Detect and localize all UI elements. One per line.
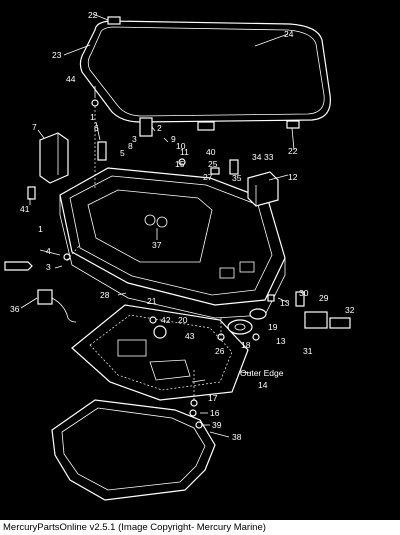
callout-41: 41 (20, 204, 30, 214)
washer-part-1 (91, 99, 99, 107)
callout-22-right: 22 (288, 146, 298, 156)
callout-12: 12 (288, 172, 298, 182)
bracket-part (39, 132, 69, 184)
callout-10: 10 (176, 141, 186, 151)
sleeve-part (97, 141, 107, 161)
callout-13-top: 13 (280, 298, 290, 308)
callout-27: 27 (203, 172, 213, 182)
switch-box-part (247, 171, 279, 207)
screw-part-5 (210, 167, 220, 175)
callout-13-mid: 13 (276, 336, 286, 346)
main-housing-part (59, 167, 286, 319)
callout-19: 19 (268, 322, 278, 332)
callout-14: 14 (258, 380, 268, 390)
exploded-parts-diagram: 22 24 23 22 44 7 1 6 2 3 5 9 10 11 40 15… (4, 10, 355, 501)
callout-44: 44 (66, 74, 76, 84)
callout-4: 4 (46, 246, 51, 256)
washer-part-3 (149, 316, 157, 324)
callout-9: 9 (171, 134, 176, 144)
callout-26: 26 (215, 346, 225, 356)
callout-43: 43 (185, 331, 195, 341)
callout-36: 36 (10, 304, 20, 314)
callout-20: 20 (178, 315, 188, 325)
screw-part-4 (229, 159, 239, 175)
plate-part (304, 311, 328, 329)
corner-clip-top (107, 16, 121, 25)
callout-31: 31 (303, 346, 313, 356)
callout-35: 35 (232, 173, 242, 183)
callout-16: 16 (210, 408, 220, 418)
screw-head-part-3 (153, 325, 167, 339)
callout-37: 37 (152, 240, 162, 250)
screw-part-3 (295, 291, 305, 307)
callout-22-top: 22 (88, 10, 98, 20)
callout-5: 5 (120, 148, 125, 158)
callout-34: 34 (252, 152, 262, 162)
screw-part-2 (267, 294, 275, 302)
screw-head-part-2 (252, 333, 260, 341)
callout-25: 25 (208, 159, 218, 169)
callout-labels: 22 24 23 22 44 7 1 6 2 3 5 9 10 11 40 15… (10, 10, 355, 442)
callout-11: 11 (180, 147, 189, 157)
callout-2: 2 (157, 123, 162, 133)
callout-30: 30 (299, 288, 309, 298)
callout-29: 29 (319, 293, 329, 303)
leader-lines (20, 13, 295, 438)
callout-8: 8 (128, 141, 133, 151)
plug-part (4, 261, 33, 271)
block-part (139, 117, 153, 137)
callout-7: 7 (32, 122, 37, 132)
washer-part-2 (63, 253, 71, 261)
callout-3-left: 3 (46, 262, 51, 272)
lower-shroud-part (51, 399, 216, 501)
callout-18: 18 (241, 340, 251, 350)
label-part (329, 317, 351, 329)
washer-part-4 (190, 399, 198, 407)
screw-part-1 (27, 186, 36, 200)
callout-32: 32 (345, 305, 355, 315)
copyright-caption: MercuryPartsOnline v2.5.1 (Image Copyrig… (0, 520, 400, 535)
washer-part-5 (189, 409, 197, 417)
callout-21: 21 (147, 296, 157, 306)
callout-38: 38 (232, 432, 242, 442)
outer-edge-note: Outer Edge (240, 368, 284, 378)
callout-3-top: 3 (132, 134, 137, 144)
connector-plug-part (37, 289, 77, 323)
callout-40: 40 (206, 147, 216, 157)
callout-23: 23 (52, 50, 62, 60)
bottom-plate-part (71, 304, 249, 401)
spring-part (197, 121, 215, 131)
callout-28: 28 (100, 290, 110, 300)
corner-clip-right (286, 120, 300, 129)
washer-part-6 (195, 421, 203, 429)
callout-15: 15 (175, 159, 185, 169)
callout-1-left: 1 (38, 224, 43, 234)
callout-42: 42 (161, 315, 171, 325)
grommet-part (227, 308, 267, 335)
callout-24: 24 (284, 29, 294, 39)
screw-part-6 (178, 158, 186, 166)
callout-17: 17 (208, 393, 218, 403)
callout-33: 33 (264, 152, 274, 162)
callout-6: 6 (94, 123, 99, 133)
callout-1-top: 1 (90, 112, 95, 122)
callout-39: 39 (212, 420, 222, 430)
